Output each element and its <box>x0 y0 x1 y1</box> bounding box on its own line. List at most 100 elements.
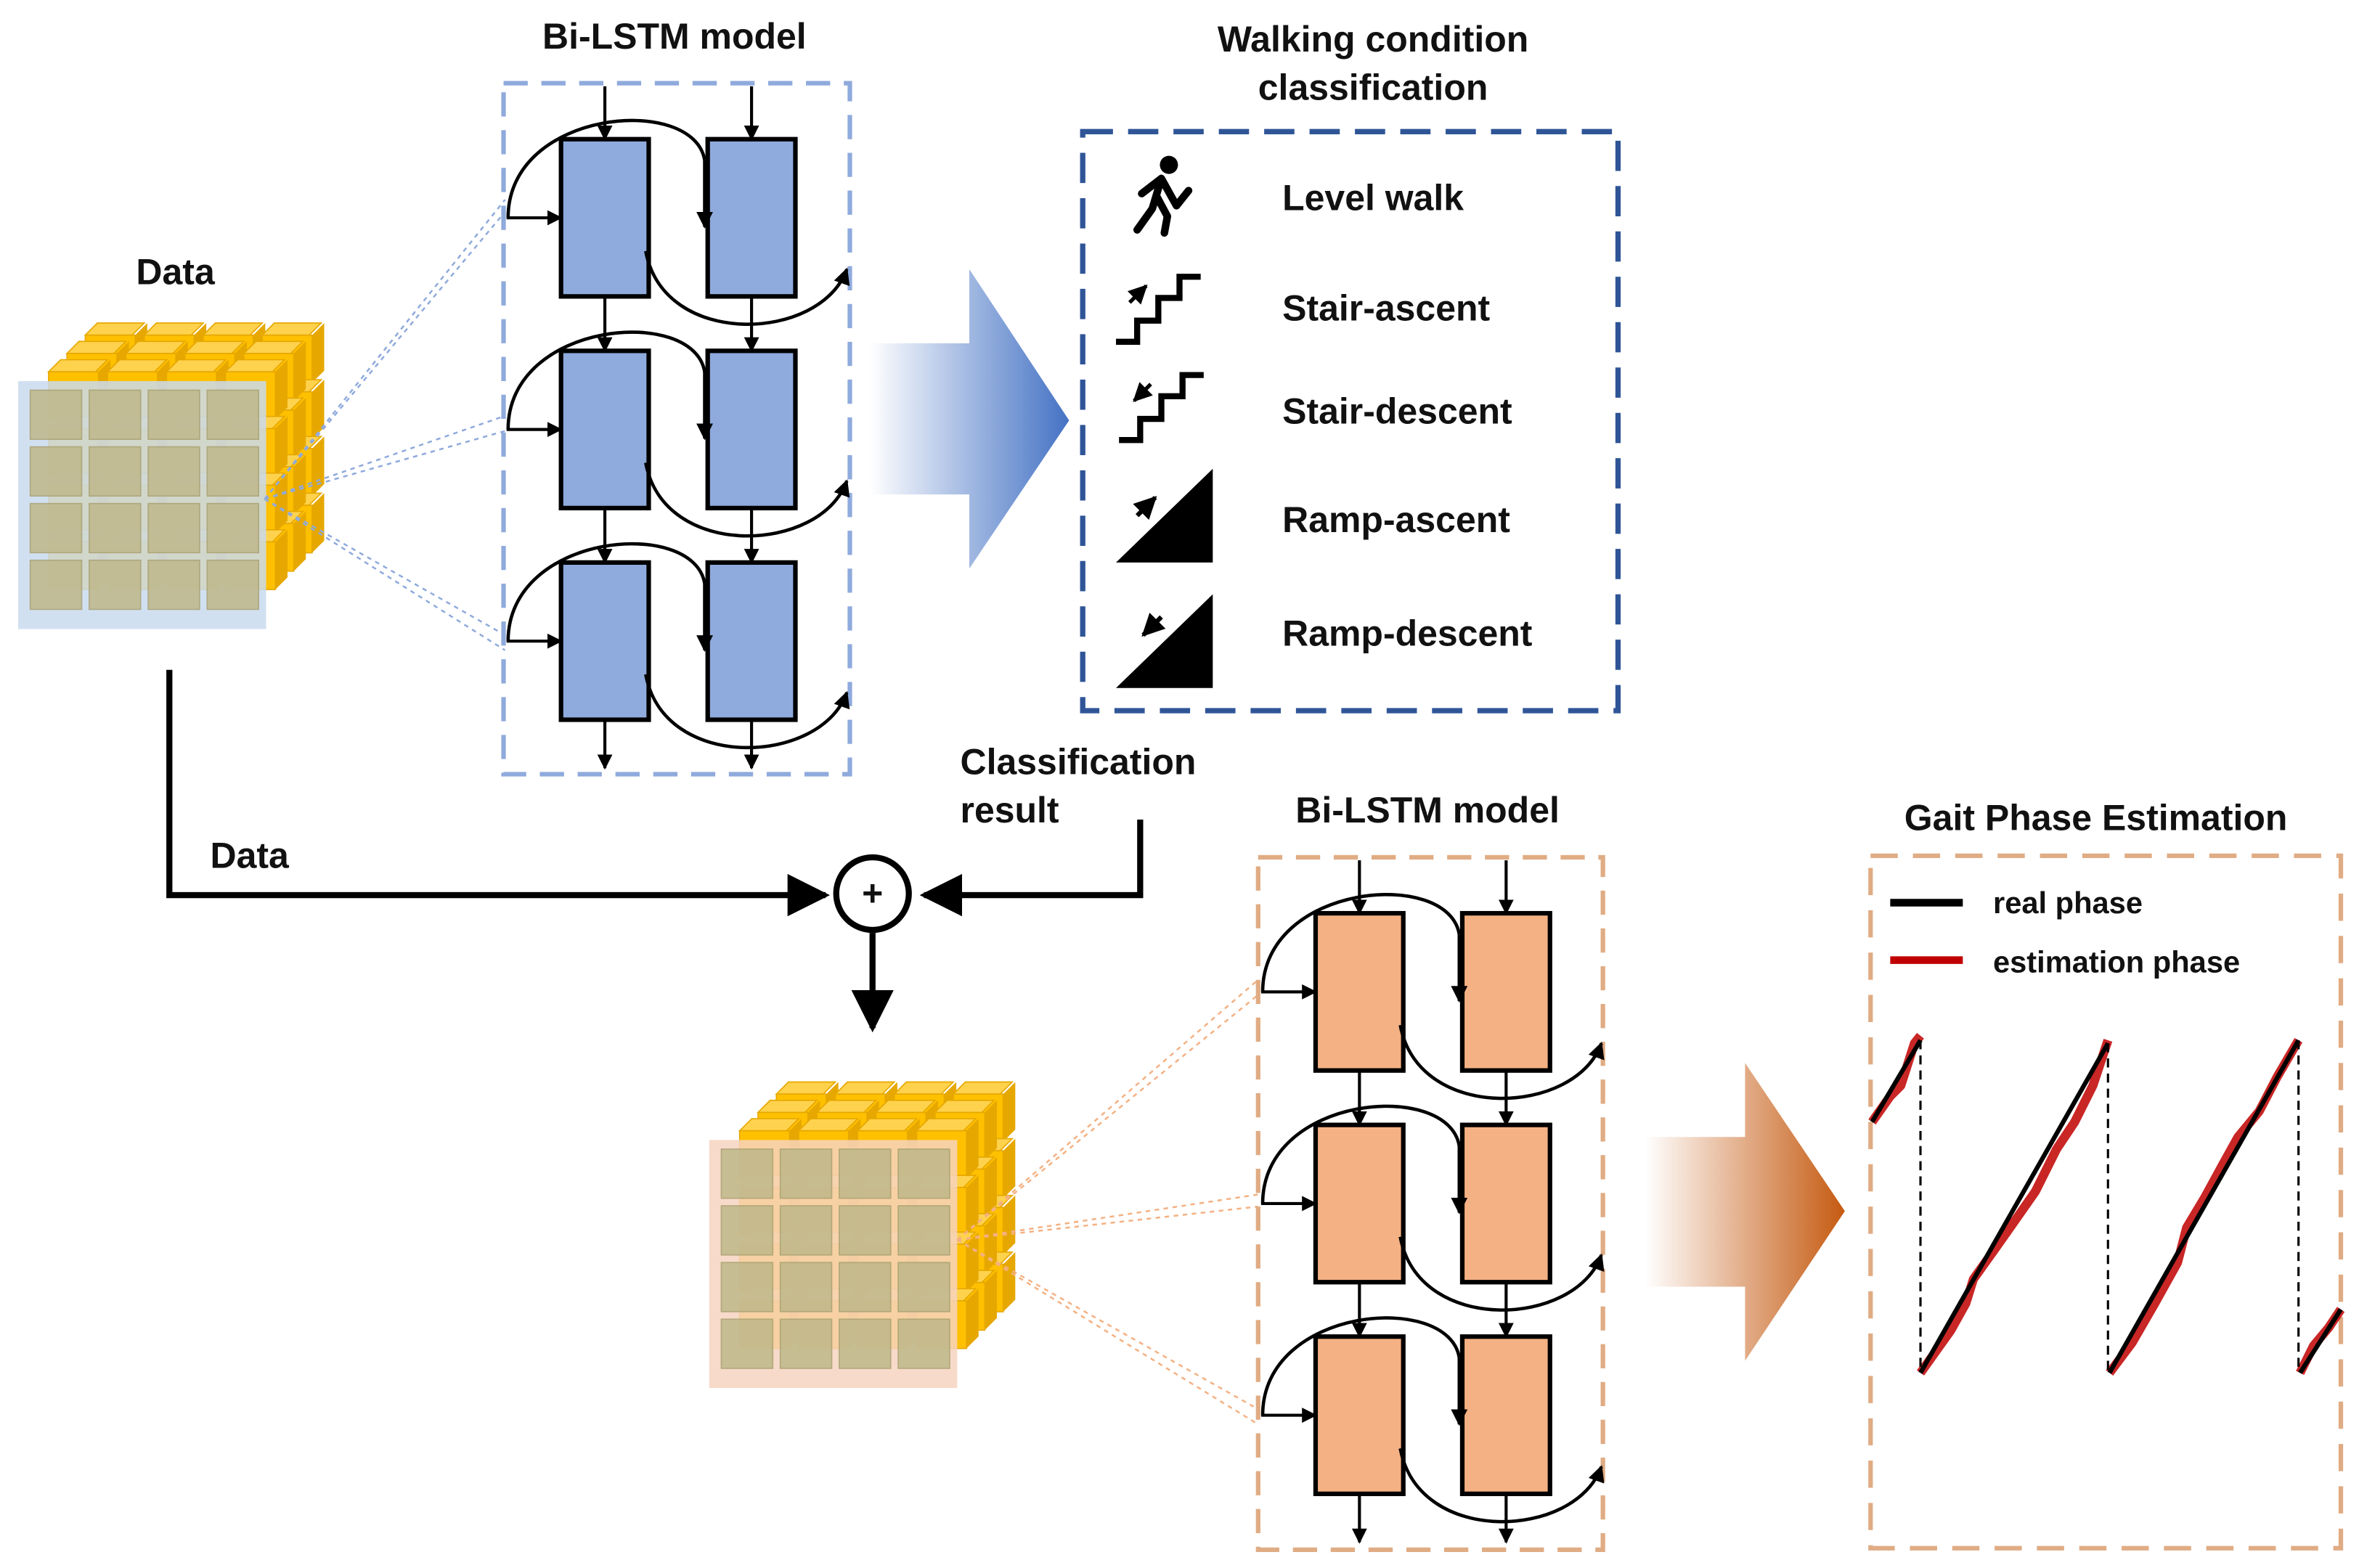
bottom-cube-front-cell-0-3 <box>897 1148 950 1199</box>
classification-frame <box>1080 128 1621 714</box>
classification-result-connector <box>919 819 1144 917</box>
top-lstm-backward-curve-r0 <box>644 250 850 326</box>
data-cube-top <box>17 322 325 629</box>
blue-arrow-to-classification <box>869 269 1070 569</box>
bottom-lstm-cell-r1-c0 <box>1313 1122 1406 1285</box>
top-cube-cell-side-2-3-3 <box>293 511 306 571</box>
combine-node <box>833 854 912 934</box>
bottom-lstm-cell-r2-c1 <box>1459 1334 1552 1496</box>
ramp-descent-icon <box>1116 594 1213 688</box>
top-cube-cell-side-2-2-3 <box>293 454 306 515</box>
bottom-cube-front-cell-1-0 <box>720 1205 774 1256</box>
bottom-cube-cell-side-1-2-3 <box>966 1232 979 1292</box>
bottom-cube-front-cell-3-2 <box>839 1318 892 1369</box>
top-cube-front-cell-0-3 <box>206 389 259 440</box>
bottom-lstm-cell-r1-c1 <box>1459 1122 1552 1285</box>
top-lstm-forward-curve-r0 <box>506 118 706 219</box>
bottom-cube-front-cell-0-0 <box>720 1148 774 1199</box>
bottom-cube-front-cell-2-3 <box>897 1262 950 1312</box>
top-lstm-cell-r1-c0 <box>558 348 651 511</box>
bottom-cube-front-cell-3-3 <box>897 1318 950 1369</box>
bottom-cube-front-cell-0-1 <box>779 1148 833 1199</box>
bottom-model-title: Bi-LSTM model <box>1295 790 1560 830</box>
top-cube-cell-side-1-0-3 <box>275 359 288 420</box>
bottom-cube-cell-top-3-0-1 <box>834 1081 896 1095</box>
bottom-cube-front-cell-3-0 <box>720 1318 774 1369</box>
class-label-ramp-descent: Ramp-descent <box>1282 613 1533 653</box>
top-cube-front-cell-3-3 <box>206 559 259 611</box>
class-label-level-walk: Level walk <box>1282 178 1464 219</box>
top-cube-front-cell-1-1 <box>89 446 142 497</box>
classification-title-line2: classification <box>1258 68 1488 108</box>
orange-arrow-to-gait <box>1645 1063 1845 1361</box>
legend-real-label: real phase <box>1993 886 2143 920</box>
top-cube-front-cell-1-2 <box>147 446 200 497</box>
top-cube-cell-top-3-0-0 <box>83 322 146 336</box>
top-lstm-cell-r0-c0 <box>558 136 651 299</box>
top-cube-cell-side-2-1-3 <box>293 398 306 458</box>
top-cube-front-cell-3-0 <box>29 559 83 611</box>
top-cube-front-cell-3-2 <box>147 559 200 611</box>
top-cube-front-cell-2-0 <box>29 502 83 554</box>
bottom-cube-cell-side-2-3-3 <box>985 1270 998 1331</box>
bottom-cube-cell-top-3-0-3 <box>951 1081 1014 1095</box>
projection-lines-top <box>264 199 506 651</box>
bottom-cube-cell-side-3-3-3 <box>1003 1251 1016 1312</box>
bottom-cube-cell-top-3-0-2 <box>892 1081 955 1095</box>
top-lstm-forward-curve-r1 <box>506 330 706 430</box>
top-model-frame <box>501 81 852 777</box>
bottom-cube-cell-side-2-2-3 <box>985 1213 998 1274</box>
data-connector-line <box>166 669 830 917</box>
top-cube-cell-side-3-2-3 <box>311 436 325 497</box>
bottom-cube-front-cell-2-1 <box>779 1262 833 1312</box>
gait-phase-plot <box>1868 1032 2345 1376</box>
bottom-cube-cell-side-3-0-3 <box>1003 1082 1016 1142</box>
top-lstm-network <box>506 86 850 770</box>
phase-reset-lines <box>1919 1040 2300 1373</box>
bottom-cube-cell-side-1-1-3 <box>966 1175 979 1236</box>
top-cube-cell-side-3-3-3 <box>311 493 325 553</box>
gait-title: Gait Phase Estimation <box>1904 798 2288 838</box>
stair-ascent-icon <box>1116 274 1201 345</box>
top-cube-front-cell-3-1 <box>89 559 142 611</box>
bottom-lstm-forward-curve-r2 <box>1260 1316 1462 1416</box>
class-label-ramp-ascent: Ramp-ascent <box>1282 499 1510 540</box>
bottom-lstm-cell-r2-c0 <box>1313 1334 1406 1496</box>
data-cube-bottom <box>709 1081 1016 1389</box>
bottom-lstm-network <box>1260 860 1605 1544</box>
legend-estimation-label: estimation phase <box>1993 944 2240 979</box>
top-cube-front-cell-0-2 <box>147 389 200 440</box>
projection-lines-bottom <box>956 979 1259 1426</box>
top-cube-cell-side-2-0-3 <box>293 341 306 401</box>
top-cube-front-cell-0-0 <box>29 389 83 440</box>
top-cube-cell-top-3-0-2 <box>201 322 264 336</box>
bottom-cube-cell-side-2-0-3 <box>985 1100 998 1161</box>
classification-title-line1: Walking condition <box>1218 19 1528 60</box>
top-cube-front-cell-1-0 <box>29 446 83 497</box>
bottom-cube-cell-side-3-1-3 <box>1003 1138 1016 1199</box>
bottom-cube-cell-side-1-3-3 <box>966 1289 979 1349</box>
bottom-cube-front-cell-1-1 <box>779 1205 833 1256</box>
stair-descent-icon <box>1119 372 1204 444</box>
real-phase-curve <box>1870 1039 2343 1374</box>
bottom-cube-front-cell-1-3 <box>897 1205 950 1256</box>
bottom-cube-cell-top-3-0-0 <box>775 1081 837 1095</box>
top-cube-front-cell-1-3 <box>206 446 259 497</box>
top-cube-cell-side-1-2-3 <box>275 473 288 533</box>
top-cube-front-cell-2-3 <box>206 502 259 554</box>
top-lstm-backward-curve-r2 <box>644 674 850 750</box>
top-cube-cell-top-3-0-1 <box>142 322 205 336</box>
bottom-cube-cell-side-3-2-3 <box>1003 1195 1016 1255</box>
class-label-stair-descent: Stair-descent <box>1282 391 1512 431</box>
top-cube-cell-top-3-0-3 <box>261 322 323 336</box>
top-lstm-cell-r2-c1 <box>705 560 798 722</box>
top-cube-cell-side-3-0-3 <box>311 322 325 383</box>
bottom-lstm-forward-curve-r0 <box>1260 893 1462 992</box>
bottom-lstm-backward-curve-r0 <box>1398 1024 1605 1101</box>
bottom-lstm-backward-curve-r1 <box>1398 1236 1605 1312</box>
combine-symbol: + <box>862 873 883 914</box>
bottom-lstm-cell-r0-c1 <box>1459 910 1552 1073</box>
top-lstm-cell-r1-c1 <box>705 348 798 511</box>
